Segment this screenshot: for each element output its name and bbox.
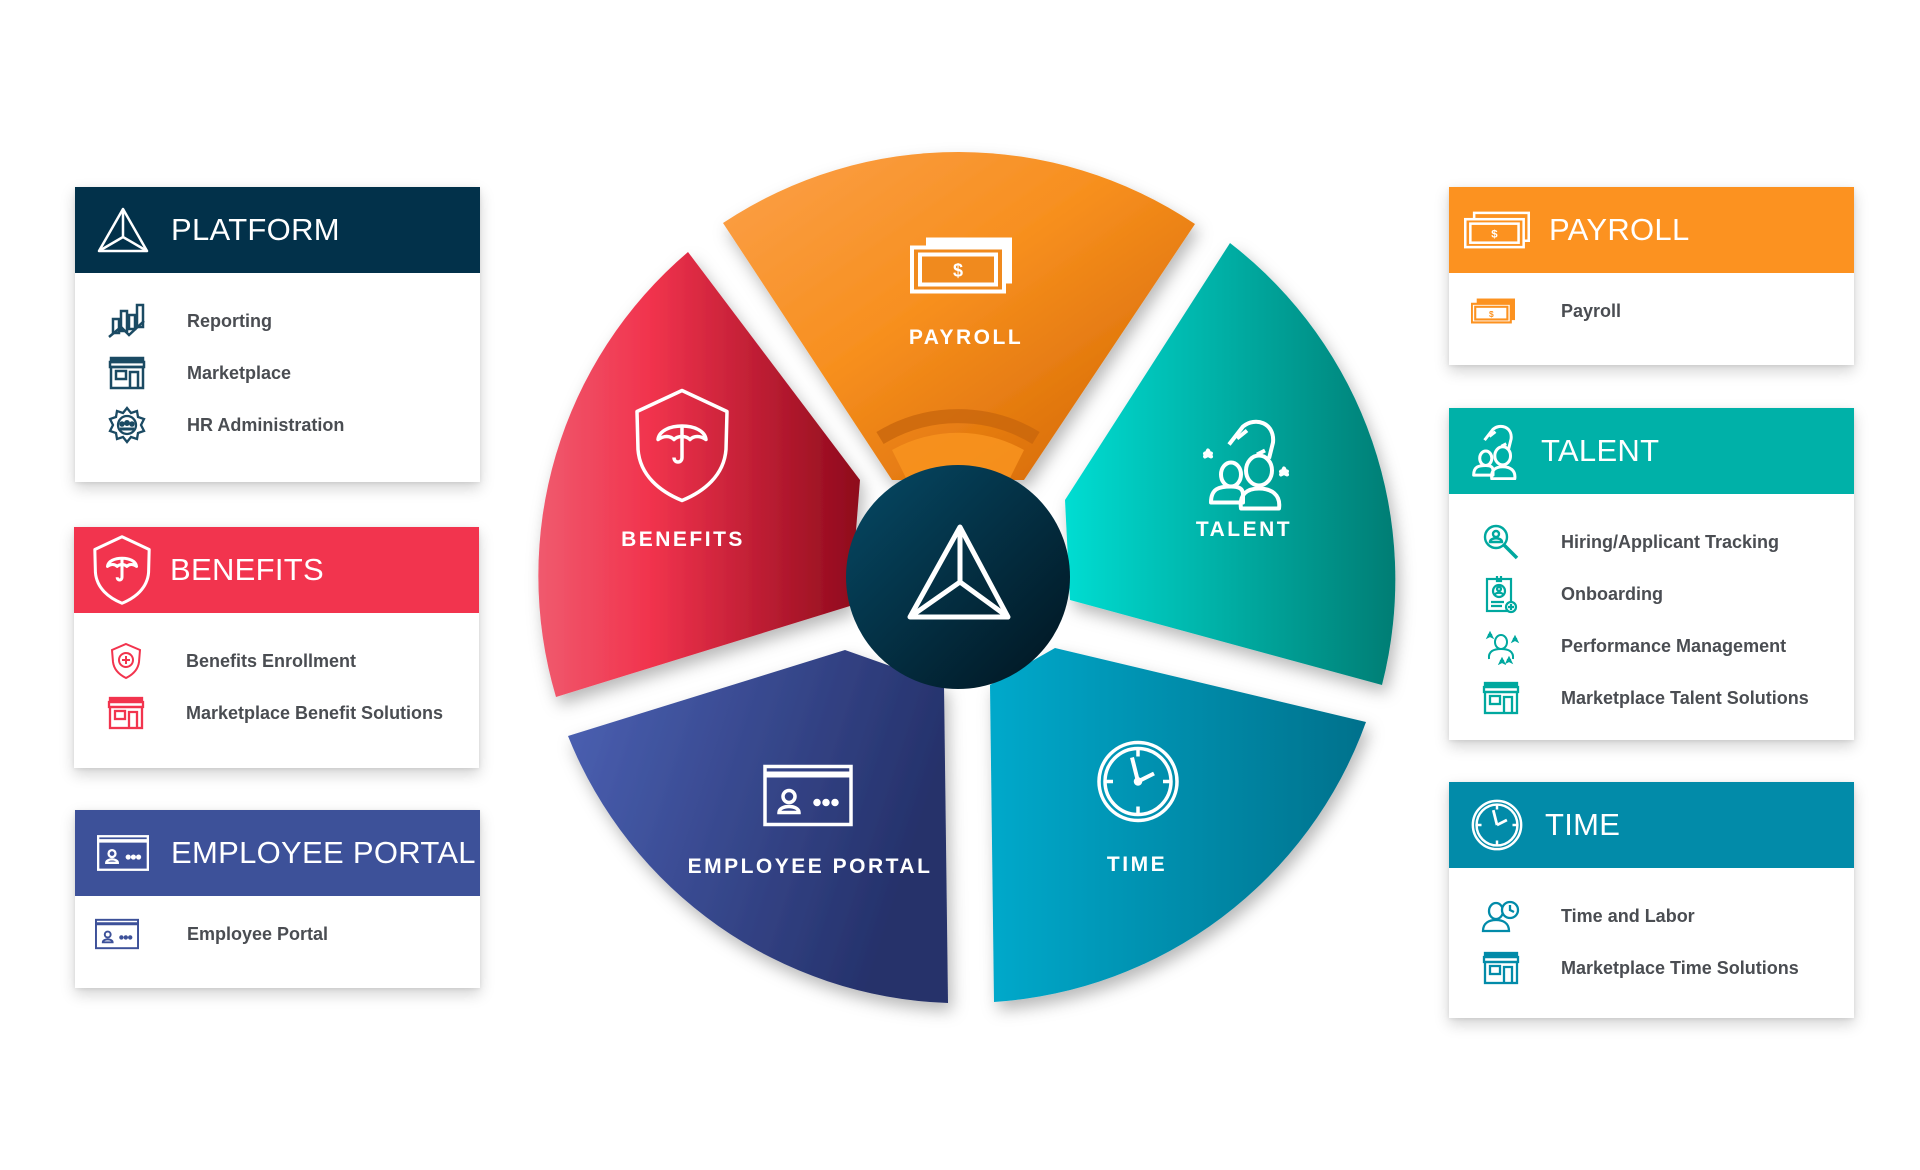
money-bills-icon: $ — [1471, 291, 1515, 331]
wheel-label-talent: TALENT — [1195, 518, 1293, 541]
talent-magnet-icon — [1195, 415, 1291, 516]
portal-window-icon — [763, 764, 853, 832]
panel-time: TIME Time and Labor Marketplace Time Sol… — [1449, 782, 1854, 1018]
svg-text:$: $ — [953, 261, 963, 281]
panel-title-talent: TALENT — [1541, 433, 1660, 468]
wheel-label-benefits: BENEFITS — [621, 528, 745, 551]
money-bills-icon: $ — [1463, 200, 1531, 260]
item-label: Marketplace — [187, 362, 292, 383]
list-item-hr-administration[interactable]: HR Administration — [75, 399, 480, 451]
platform-logo-icon — [907, 524, 1011, 620]
item-label: Marketplace Talent Solutions — [1561, 687, 1809, 708]
portal-window-icon — [93, 823, 153, 883]
shield-umbrella-icon — [92, 535, 152, 605]
wheel-segment-time[interactable] — [990, 648, 1366, 1002]
item-label: HR Administration — [187, 414, 345, 435]
shield-plus-icon — [104, 641, 148, 681]
storefront-icon — [1479, 678, 1523, 718]
panel-payroll: $ PAYROLL $ Payroll — [1449, 187, 1854, 365]
shield-umbrella-icon — [634, 388, 730, 509]
panel-header-talent[interactable]: TALENT — [1449, 408, 1854, 494]
platform-logo-icon — [93, 200, 153, 260]
item-label: Marketplace Benefit Solutions — [186, 702, 444, 723]
list-item-payroll[interactable]: $ Payroll — [1449, 285, 1854, 337]
list-item-time-and-labor[interactable]: Time and Labor — [1449, 890, 1854, 942]
portal-window-icon — [95, 914, 139, 954]
panel-platform: PLATFORM Reporting Marketplace — [75, 187, 480, 482]
talent-magnet-icon — [1463, 421, 1523, 481]
wheel-label-payroll: PAYROLL — [908, 326, 1024, 349]
list-item-employee-portal[interactable]: Employee Portal — [75, 908, 480, 960]
list-item-onboarding[interactable]: Onboarding — [1449, 568, 1854, 620]
wheel-label-time: TIME — [1106, 853, 1168, 876]
item-label: Hiring/Applicant Tracking — [1561, 531, 1780, 552]
item-label: Marketplace Time Solutions — [1561, 957, 1799, 978]
wheel-segment-employee-portal[interactable] — [568, 650, 948, 1003]
panel-title-time: TIME — [1545, 807, 1621, 842]
panel-header-employee-portal[interactable]: EMPLOYEE PORTAL — [75, 810, 480, 896]
storefront-icon — [104, 693, 148, 733]
list-item-performance-management[interactable]: Performance Management — [1449, 620, 1854, 672]
wheel-segment-benefits[interactable] — [538, 252, 860, 697]
panel-title-benefits: BENEFITS — [170, 552, 324, 587]
panel-header-payroll[interactable]: $ PAYROLL — [1449, 187, 1854, 273]
list-item-reporting[interactable]: Reporting — [75, 295, 480, 347]
magnifier-person-icon — [1479, 522, 1523, 562]
panel-header-time[interactable]: TIME — [1449, 782, 1854, 868]
clock-icon — [1096, 740, 1180, 829]
item-label: Benefits Enrollment — [186, 650, 357, 671]
storefront-icon — [1479, 948, 1523, 988]
wheel-label-employee-portal: EMPLOYEE PORTAL — [687, 855, 933, 878]
panel-header-benefits[interactable]: BENEFITS — [74, 527, 479, 613]
item-label: Payroll — [1561, 300, 1622, 321]
list-item-marketplace-benefit-solutions[interactable]: Marketplace Benefit Solutions — [74, 687, 479, 739]
bar-chart-icon — [105, 301, 149, 341]
list-item-benefits-enrollment[interactable]: Benefits Enrollment — [74, 635, 479, 687]
item-label: Time and Labor — [1561, 905, 1695, 926]
storefront-icon — [105, 353, 149, 393]
panel-header-platform[interactable]: PLATFORM — [75, 187, 480, 273]
panel-title-employee-portal: EMPLOYEE PORTAL — [171, 835, 476, 870]
badge-plus-icon — [1479, 574, 1523, 614]
list-item-marketplace-time-solutions[interactable]: Marketplace Time Solutions — [1449, 942, 1854, 994]
panel-employee-portal: EMPLOYEE PORTAL Employee Portal — [75, 810, 480, 988]
panel-talent: TALENT Hiring/Applicant Tracking Onboard… — [1449, 408, 1854, 740]
item-label: Onboarding — [1561, 583, 1663, 604]
list-item-hiring-applicant-tracking[interactable]: Hiring/Applicant Tracking — [1449, 516, 1854, 568]
money-bills-icon: $ — [910, 236, 1014, 299]
gear-people-icon — [105, 405, 149, 445]
svg-text:$: $ — [1489, 309, 1494, 319]
item-label: Employee Portal — [187, 923, 329, 944]
panel-benefits: BENEFITS Benefits Enrollment Marketplace… — [74, 527, 479, 768]
person-stars-icon — [1479, 626, 1523, 666]
list-item-marketplace[interactable]: Marketplace — [75, 347, 480, 399]
person-clock-icon — [1479, 896, 1523, 936]
item-label: Reporting — [187, 310, 272, 331]
svg-text:$: $ — [1491, 229, 1498, 241]
list-item-marketplace-talent-solutions[interactable]: Marketplace Talent Solutions — [1449, 672, 1854, 724]
item-label: Performance Management — [1561, 635, 1787, 656]
clock-icon — [1467, 795, 1527, 855]
wheel-segment-payroll[interactable] — [723, 151, 1195, 480]
panel-title-platform: PLATFORM — [171, 212, 340, 247]
panel-title-payroll: PAYROLL — [1549, 212, 1690, 247]
